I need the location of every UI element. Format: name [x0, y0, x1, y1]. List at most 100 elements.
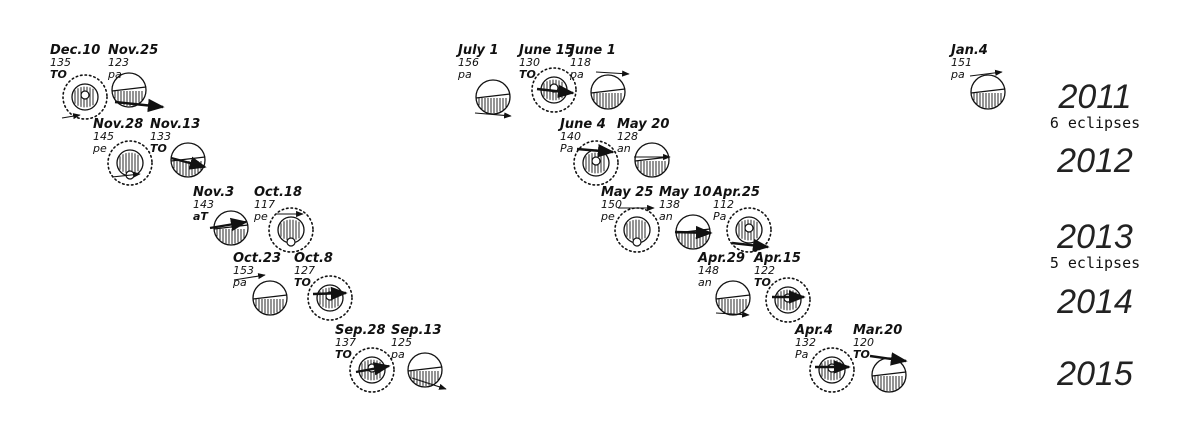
- saros-number: 130: [519, 56, 540, 69]
- moon-path-arrow-icon: [536, 84, 575, 99]
- eclipse-date: Nov.13: [150, 117, 200, 132]
- saros-number: 125: [391, 336, 412, 349]
- eclipse-list: Dec.10135TONov.25123paNov.28145peNov.131…: [50, 43, 1006, 393]
- eclipse-disc-icon: [307, 275, 353, 321]
- moon-path-arrow-icon: [111, 171, 141, 178]
- year-label: 2013: [1056, 218, 1133, 256]
- eclipse-type: an: [659, 210, 673, 223]
- moon-path-arrow-icon: [170, 156, 207, 170]
- saros-number: 140: [560, 130, 581, 143]
- saros-number: 127: [294, 264, 315, 277]
- saros-number: 143: [193, 198, 214, 211]
- moon-path-arrow-icon: [969, 69, 1003, 77]
- moon-path-arrow-icon: [209, 217, 248, 232]
- eclipse-type: TO: [335, 348, 352, 361]
- moon-path-arrow-icon: [674, 225, 713, 240]
- saros-number: 137: [335, 336, 356, 349]
- moon-path-arrow-icon: [474, 112, 512, 119]
- moon-path-arrow-icon: [869, 352, 908, 366]
- eclipse-date: Jan.4: [948, 43, 988, 58]
- eclipse-type: an: [617, 142, 631, 155]
- moon-path-arrow-icon: [576, 144, 615, 158]
- eclipse-date: June 1: [567, 43, 616, 58]
- eclipse-type: TO: [150, 142, 167, 155]
- saros-number: 150: [601, 198, 622, 211]
- eclipse-date: Sep.28: [335, 323, 386, 338]
- eclipse-disc-icon: [107, 140, 153, 186]
- eclipse-date: Apr.25: [712, 185, 760, 200]
- eclipse-disc-icon: [111, 72, 147, 108]
- eclipse-date: June 15: [516, 43, 574, 58]
- year-label: 2012: [1056, 142, 1133, 180]
- moon-path-arrow-icon: [61, 113, 81, 120]
- eclipse-type: pe: [600, 210, 615, 223]
- eclipse-type: TO: [294, 276, 311, 289]
- eclipse-type: pa: [457, 68, 472, 81]
- eclipse-type: Pa: [560, 142, 574, 155]
- saros-number: 135: [50, 56, 71, 69]
- eclipse-type: an: [698, 276, 712, 289]
- eclipse-date: May 25: [601, 185, 653, 200]
- eclipse-disc-icon: [573, 140, 619, 186]
- eclipse-type: pa: [107, 68, 122, 81]
- eclipse-type: pa: [950, 68, 965, 81]
- saros-number: 151: [951, 56, 972, 69]
- saros-number: 123: [108, 56, 129, 69]
- year-label: 2014: [1056, 283, 1133, 321]
- eclipse-date: Sep.13: [391, 323, 442, 338]
- saros-number: 117: [254, 198, 275, 211]
- eclipse-disc-icon: [871, 357, 907, 393]
- eclipse-type: TO: [853, 348, 870, 361]
- saros-number: 132: [795, 336, 816, 349]
- saros-number: 122: [754, 264, 775, 277]
- saros-number: 153: [233, 264, 254, 277]
- eclipse-type: pe: [92, 142, 107, 155]
- eclipse-date: July 1: [455, 43, 499, 58]
- eclipse-disc-icon: [407, 352, 443, 388]
- eclipse-type: pe: [253, 210, 268, 223]
- saros-number: 112: [713, 198, 734, 211]
- moon-path-arrow-icon: [715, 311, 750, 318]
- moon-path-arrow-icon: [233, 273, 266, 281]
- eclipse-type: TO: [519, 68, 536, 81]
- eclipse-type: Pa: [713, 210, 727, 223]
- saros-number: 128: [617, 130, 638, 143]
- saros-number: 120: [853, 336, 874, 349]
- saros-number: 145: [93, 130, 114, 143]
- saros-number: 133: [150, 130, 171, 143]
- moon-path-arrow-icon: [355, 362, 391, 376]
- eclipse-count-note: 5 eclipses: [1050, 254, 1140, 272]
- eclipse-date: Apr.29: [697, 251, 745, 266]
- eclipse-date: Nov.3: [193, 185, 234, 200]
- moon-path-arrow-icon: [411, 377, 447, 390]
- eclipse-disc-icon: [726, 207, 772, 253]
- eclipse-date: June 4: [557, 117, 606, 132]
- eclipse-date: Mar.20: [853, 323, 902, 338]
- saros-number: 148: [698, 264, 719, 277]
- eclipse-disc-icon: [809, 347, 855, 393]
- eclipse-disc-icon: [252, 280, 288, 316]
- eclipse-count-note: 6 eclipses: [1050, 114, 1140, 132]
- moon-path-arrow-icon: [731, 238, 770, 253]
- moon-path-arrow-icon: [312, 286, 348, 301]
- moon-path-arrow-icon: [595, 70, 630, 77]
- eclipse-date: Nov.28: [93, 117, 143, 132]
- eclipse-type: pa: [390, 348, 405, 361]
- eclipse-disc-icon: [590, 74, 626, 110]
